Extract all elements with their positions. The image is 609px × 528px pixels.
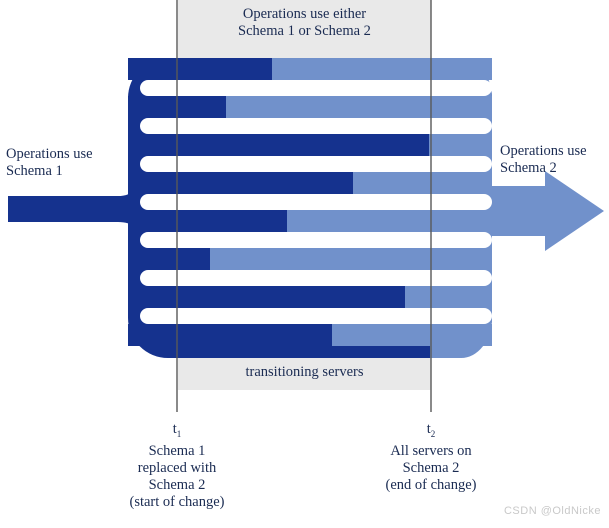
timeline-marker-t1: t1 Schema 1 replaced with Schema 2 (star… [107,404,247,528]
server-separator-1 [140,80,492,96]
server-separator-4 [140,194,492,210]
server-4-schema1-segment [128,172,353,194]
server-2-schema2-segment [226,96,492,118]
outgoing-arrow-schema2 [470,171,604,251]
server-5-schema2-segment [287,210,492,232]
server-3-schema1-segment [128,134,429,156]
server-8-schema2-segment [332,324,492,346]
server-separator-7 [140,308,492,324]
timeline-ticks-group [176,0,432,412]
band-title: Operations use either Schema 1 or Schema… [238,6,371,39]
server-4-schema2-segment [353,172,492,194]
t1-caption: Schema 1 replaced with Schema 2 (start o… [129,442,225,510]
server-6-schema1-segment [128,248,210,270]
t1-subscript: 1 [176,428,182,439]
label-operations-schema1: Operations use Schema 1 [6,146,93,179]
server-separator-6 [140,270,492,286]
server-bars-group [128,58,492,346]
server-separator-5 [140,232,492,248]
incoming-arrow-schema1 [8,176,140,240]
server-1-schema2-segment [272,58,492,80]
watermark: CSDN @OldNicke [503,505,601,517]
t2-caption: All servers on Schema 2 (end of change) [385,442,477,493]
t2-subscript: 2 [430,428,436,439]
server-separator-3 [140,156,492,172]
timeline-marker-t2: t2 All servers on Schema 2 (end of chang… [361,404,501,511]
t2-tick-label: t [426,421,431,437]
server-7-schema2-segment [405,286,492,308]
server-8-schema1-segment [128,324,332,346]
server-5-schema1-segment [128,210,287,232]
server-separators-group [140,80,492,324]
label-transitioning-servers: transitioning servers [245,364,364,380]
server-separator-2 [140,118,492,134]
server-6-schema2-segment [210,248,492,270]
label-operations-schema2: Operations use Schema 2 [500,143,587,176]
server-7-schema1-segment [128,286,405,308]
server-3-schema2-segment [429,134,492,156]
server-1-schema1-segment [128,58,272,80]
t1-tick-label: t [172,421,177,437]
